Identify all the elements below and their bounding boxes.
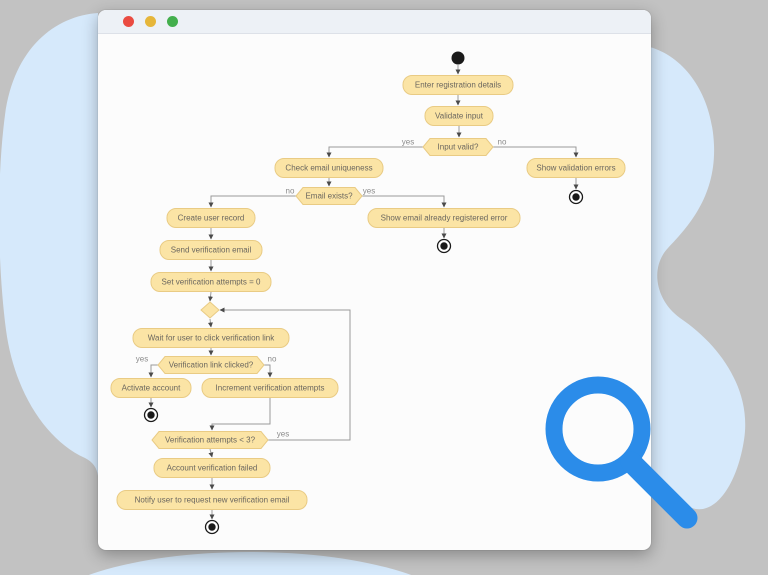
node-check-email-uniqueness bbox=[274, 158, 384, 178]
diagram-svg bbox=[110, 51, 626, 535]
node-end-email-exists bbox=[436, 238, 452, 254]
edge-connector bbox=[208, 195, 296, 208]
node-create-user-record bbox=[166, 208, 256, 228]
window-titlebar bbox=[98, 10, 651, 34]
node-wait-for-click bbox=[132, 328, 290, 348]
node-increment-verification-attempts bbox=[201, 378, 339, 398]
node-account-verification-failed bbox=[153, 458, 271, 478]
edge-connector bbox=[493, 146, 579, 158]
background-blob-left bbox=[0, 13, 98, 476]
node-start bbox=[451, 51, 465, 65]
node-verification-link-clicked bbox=[157, 356, 265, 374]
node-enter-registration-details bbox=[402, 75, 514, 95]
node-merge-point bbox=[200, 301, 220, 319]
node-notify-user-request-new-email bbox=[116, 490, 308, 510]
maximize-button[interactable] bbox=[167, 16, 178, 27]
background-blob-bottom bbox=[88, 552, 412, 575]
edge-connector bbox=[208, 291, 213, 302]
node-email-exists bbox=[295, 187, 363, 205]
edge-connector bbox=[326, 146, 423, 158]
node-send-verification-email bbox=[159, 240, 263, 260]
minimize-button[interactable] bbox=[145, 16, 156, 27]
background-blob-right bbox=[646, 46, 746, 510]
node-end-activated bbox=[143, 407, 159, 423]
edge-connector bbox=[264, 364, 273, 378]
node-show-email-already-registered bbox=[367, 208, 521, 228]
close-button[interactable] bbox=[123, 16, 134, 27]
node-show-validation-errors bbox=[526, 158, 626, 178]
edge-connector bbox=[209, 398, 271, 431]
node-input-valid bbox=[422, 138, 494, 156]
node-end-validation-errors bbox=[568, 189, 584, 205]
node-set-verification-attempts bbox=[150, 272, 272, 292]
edge-connector bbox=[208, 448, 214, 458]
edge-connector bbox=[219, 307, 351, 441]
edge-connector bbox=[362, 195, 447, 208]
node-verification-attempts-lt-3 bbox=[151, 431, 269, 449]
edge-connector bbox=[207, 318, 213, 328]
node-activate-account bbox=[110, 378, 192, 398]
node-validate-input bbox=[424, 106, 494, 126]
node-end-final bbox=[204, 519, 220, 535]
edge-connector bbox=[148, 364, 158, 378]
